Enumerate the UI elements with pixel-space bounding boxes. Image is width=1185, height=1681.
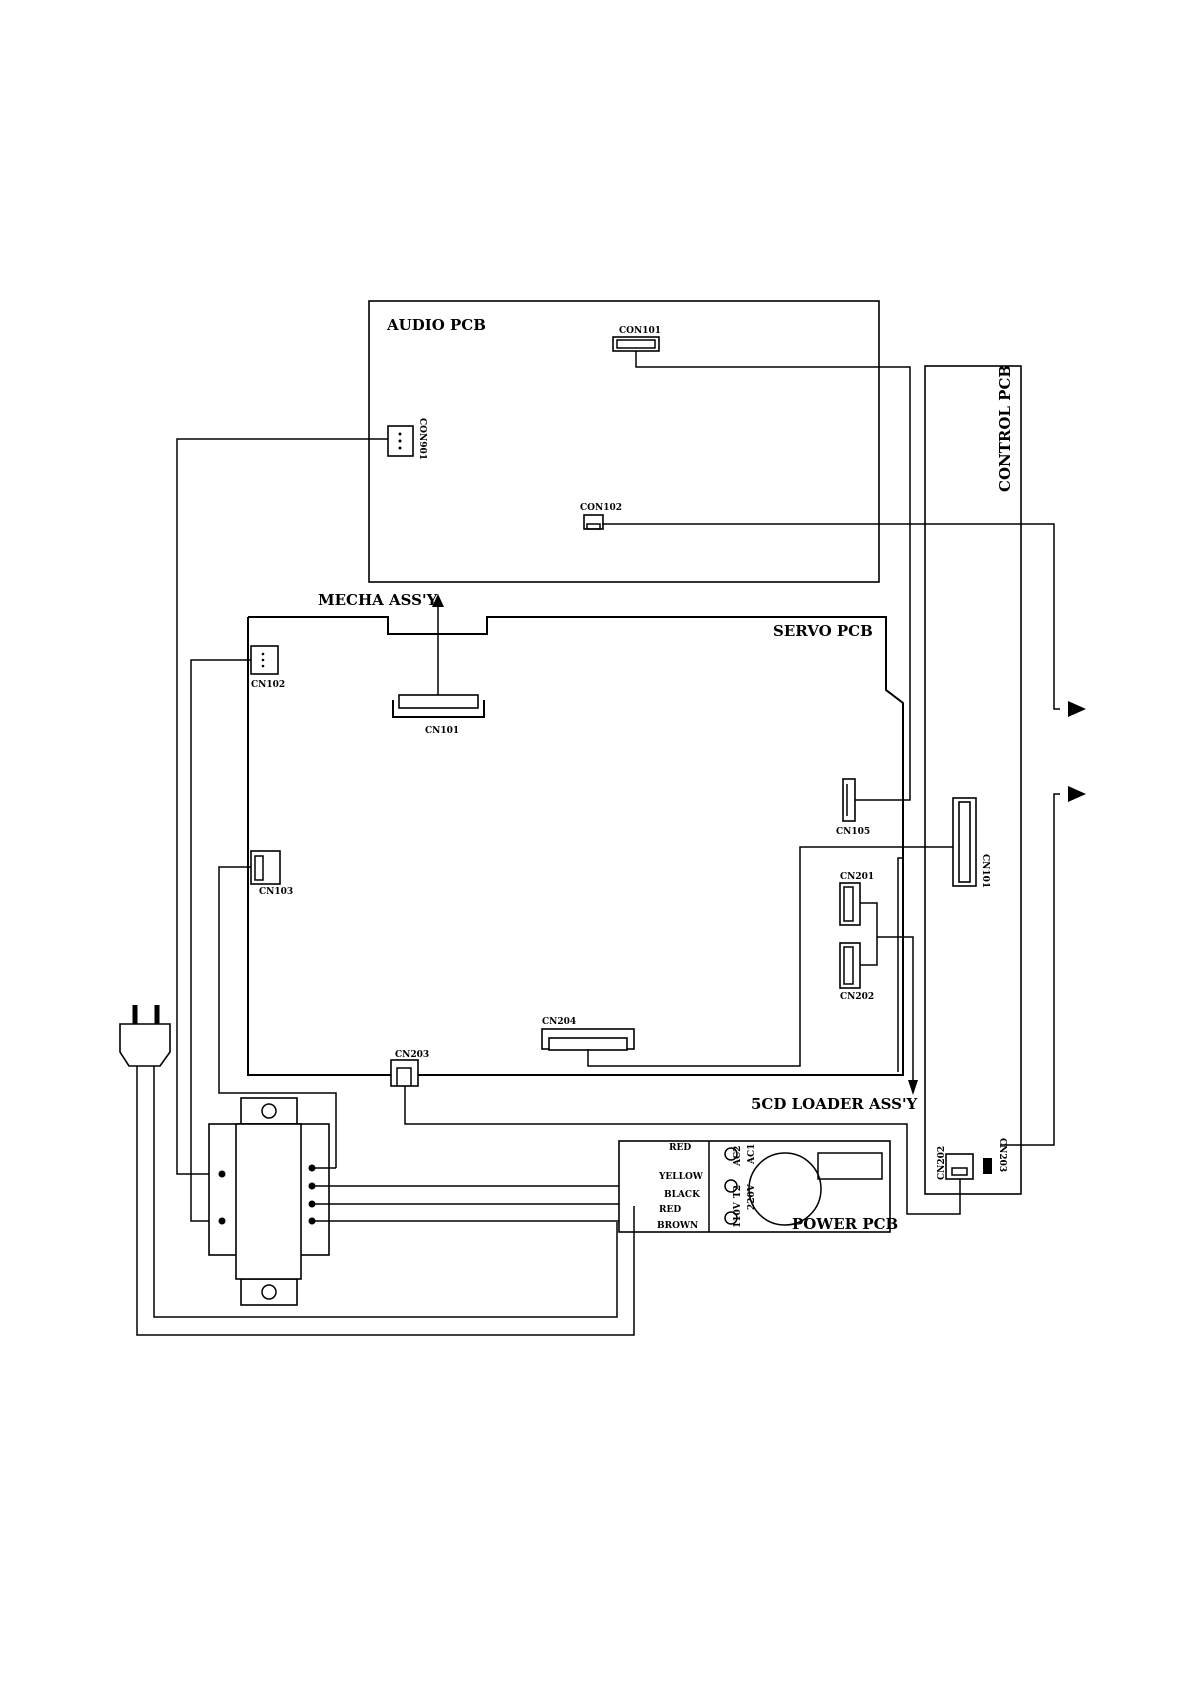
wire-label-yellow: YELLOW <box>658 1172 704 1182</box>
servo-cn201-label: CN201 <box>840 872 874 882</box>
plug-body-icon <box>120 1024 170 1066</box>
servo-cn204-label: CN204 <box>542 1017 576 1027</box>
terminal-ac1-label: AC1 <box>747 1144 757 1165</box>
terminal-ac2-label: AC2 <box>733 1146 743 1167</box>
control-pcb: CONTROL PCB CN101 CN202 CN203 <box>925 365 1021 1194</box>
servo-cn202-connector <box>840 943 860 988</box>
wire-label-brown: BROWN <box>657 1221 698 1231</box>
audio-con101-connector <box>613 337 659 351</box>
servo-cn102-connector <box>251 646 278 674</box>
servo-cn101-label: CN101 <box>425 726 459 736</box>
control-cn203-connector <box>983 1158 992 1174</box>
control-pcb-label: CONTROL PCB <box>996 365 1014 492</box>
transformer-top-mount <box>241 1098 297 1124</box>
pin-dot <box>262 659 265 662</box>
servo-cn105-connector <box>843 779 855 821</box>
audio-con102-label: CON102 <box>580 503 622 513</box>
servo-cn105-label: CN105 <box>836 827 870 837</box>
pin-dot <box>399 447 402 450</box>
wire-label-red-2: RED <box>659 1205 681 1215</box>
pin-dot <box>262 653 265 656</box>
terminal-110v-label: 110V <box>733 1201 743 1228</box>
terminal-dot <box>219 1218 226 1225</box>
audio-pcb-label: AUDIO PCB <box>386 316 486 334</box>
terminal-t2-label: T2 <box>733 1185 743 1198</box>
transformer-core <box>236 1124 301 1279</box>
mecha-assy-label: MECHA ASS'Y <box>318 591 438 609</box>
servo-cn103-label: CN103 <box>259 887 293 897</box>
mains-plug <box>120 1005 634 1335</box>
wire-cn202-loader <box>860 937 877 965</box>
servo-pcb-label: SERVO PCB <box>773 622 873 640</box>
power-pcb-label: POWER PCB <box>792 1215 898 1233</box>
control-cn101-connector <box>959 802 970 882</box>
pin-dot <box>399 433 402 436</box>
audio-pcb: AUDIO PCB CON101 CON901 CON102 <box>369 301 879 582</box>
control-cn101-label: CN101 <box>980 854 990 888</box>
servo-cn202-label: CN202 <box>840 992 874 1002</box>
servo-pcb-outline <box>248 617 903 1075</box>
terminal-dot <box>219 1171 226 1178</box>
output-arrow-icon <box>1068 786 1086 802</box>
pin-dot <box>399 440 402 443</box>
audio-con101-label: CON101 <box>619 326 661 336</box>
loader-arrow-icon <box>908 1080 918 1095</box>
servo-cn102-label: CN102 <box>251 680 285 690</box>
servo-cn204-connector <box>549 1038 627 1050</box>
servo-cn203-connector <box>391 1060 418 1086</box>
transformer <box>209 1098 329 1305</box>
loader-assy-label: 5CD LOADER ASS'Y <box>751 1095 918 1113</box>
control-cn203-label: CN203 <box>997 1138 1007 1172</box>
audio-con901-label: CON901 <box>417 418 427 460</box>
servo-pcb: SERVO PCB MECHA ASS'Y CN101 CN102 CN103 … <box>248 591 903 1086</box>
servo-cn101-connector <box>399 695 478 708</box>
wire-label-red: RED <box>669 1143 691 1153</box>
servo-cn201-connector <box>840 883 860 925</box>
wire-con901-transformer <box>177 439 388 1174</box>
output-arrow-icon <box>1068 701 1086 717</box>
transformer-bottom-mount <box>241 1279 297 1305</box>
pin-dot <box>262 665 265 668</box>
wire-label-black: BLACK <box>664 1190 701 1200</box>
servo-cn203-label: CN203 <box>395 1050 429 1060</box>
power-pcb: AC2 AC1 T2 220V 110V POWER PCB <box>619 1141 898 1233</box>
terminal-220v-label: 220V <box>747 1183 757 1210</box>
